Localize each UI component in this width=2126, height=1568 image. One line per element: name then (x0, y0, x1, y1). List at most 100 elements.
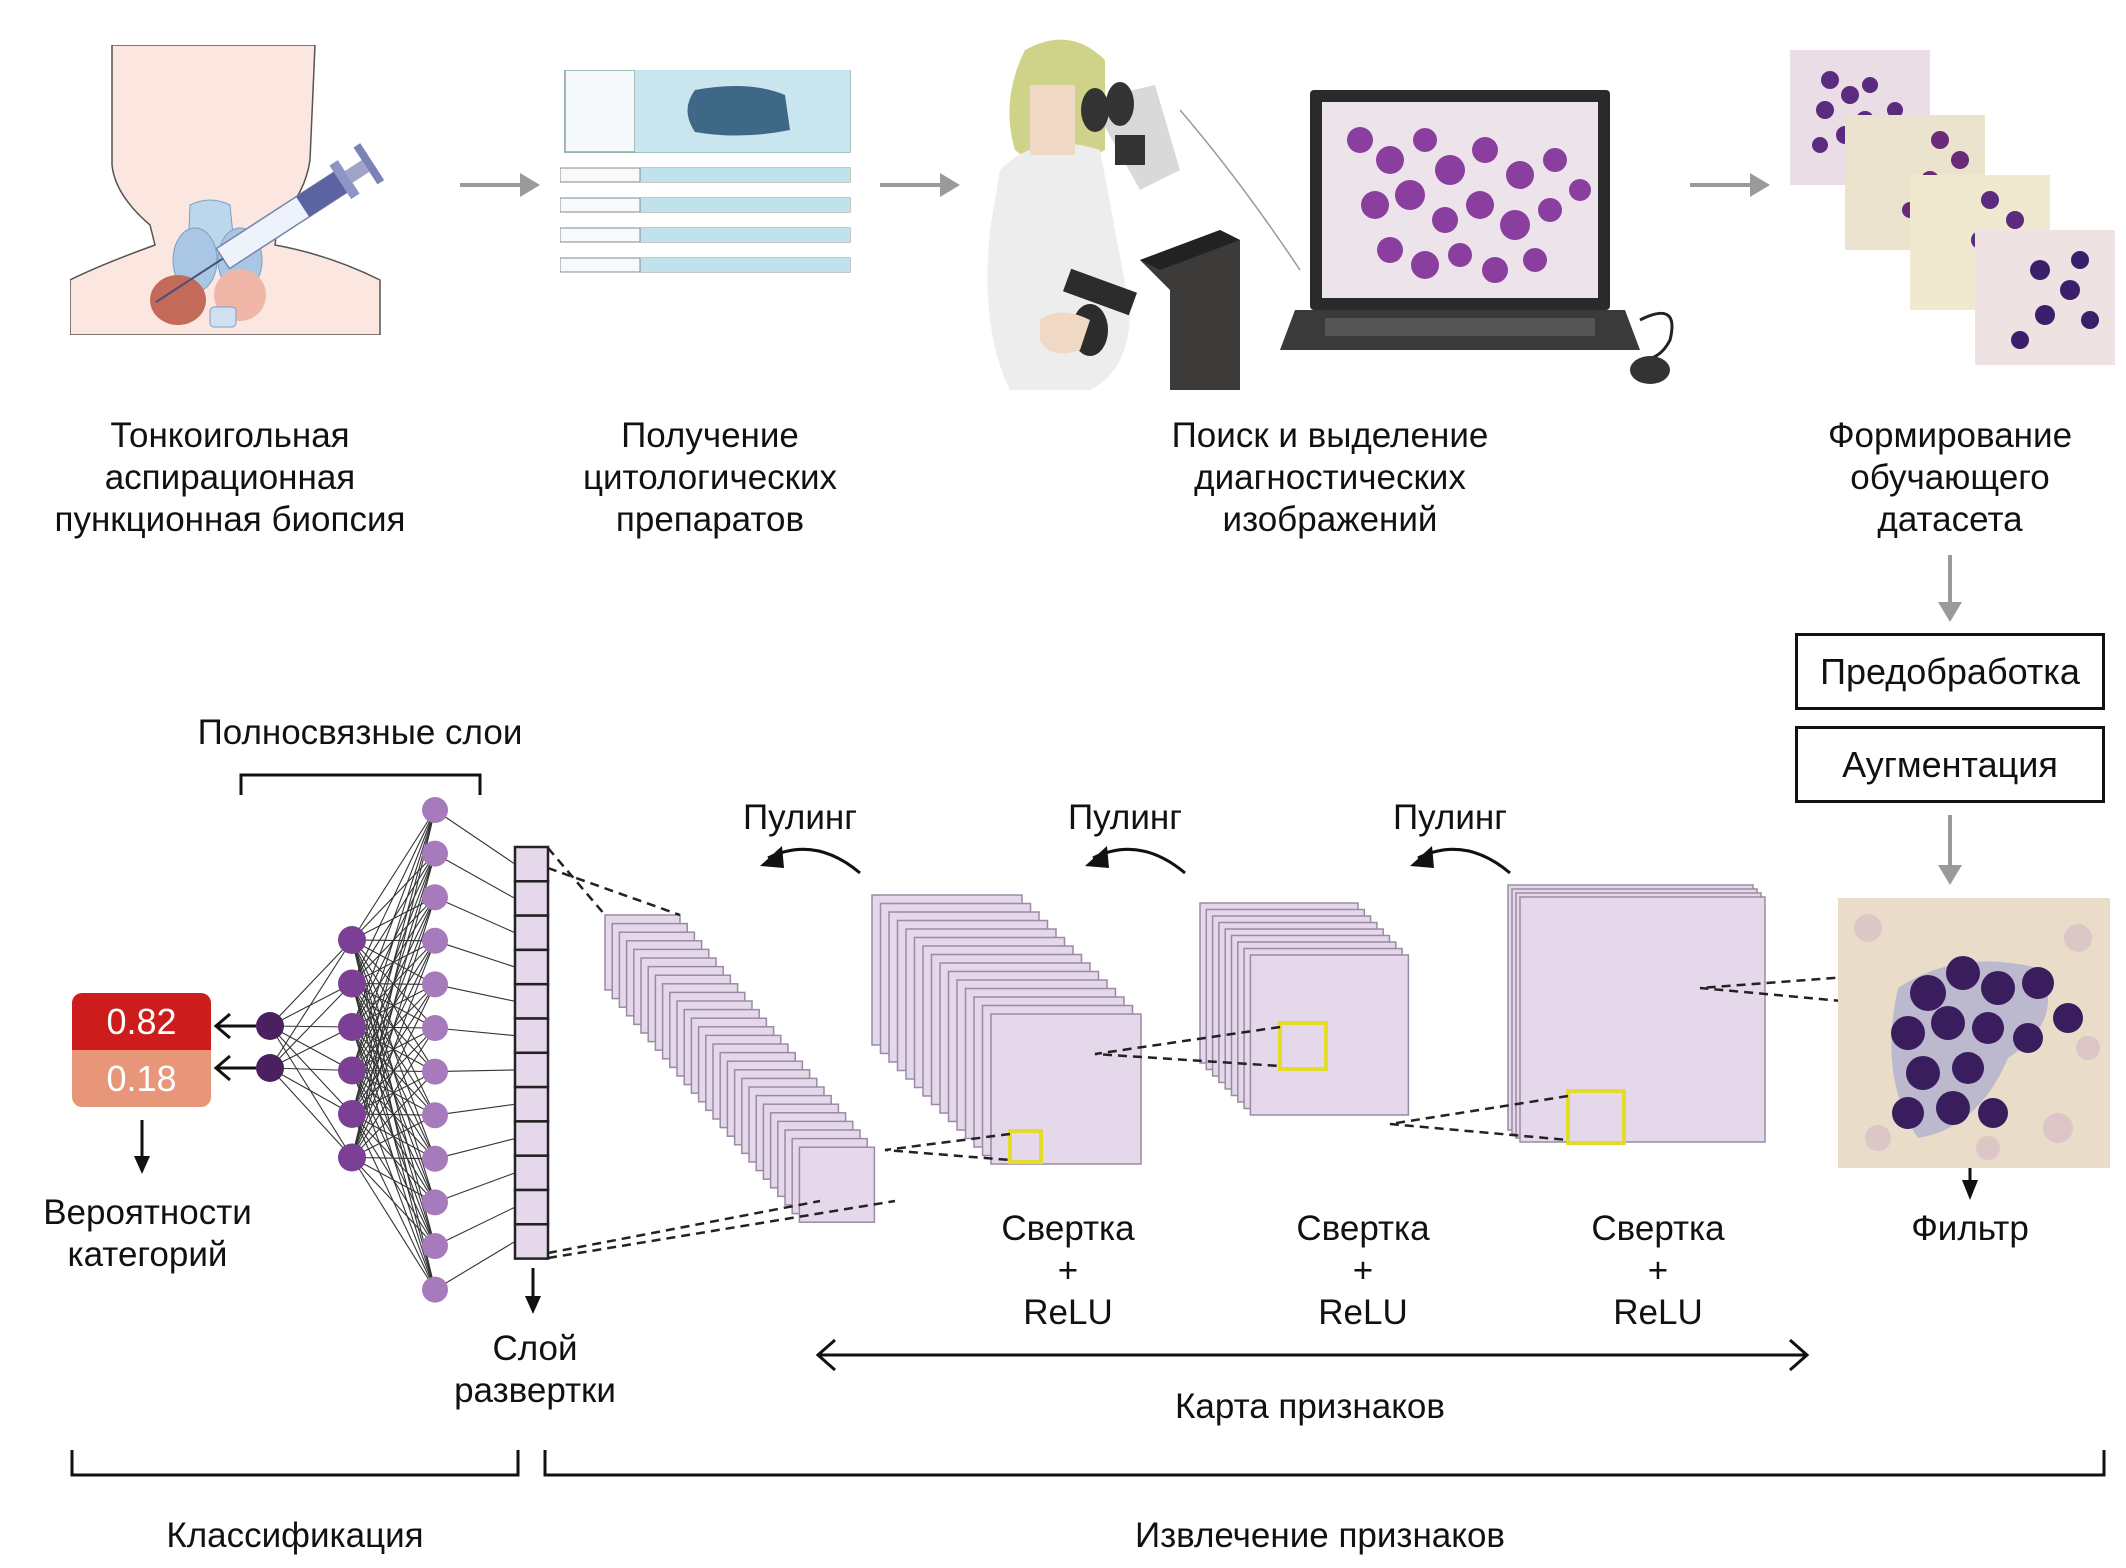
connection (434, 1172, 516, 1203)
probability-value-1: 0.82 (106, 1000, 177, 1042)
neuron-fc-layer-2 (338, 926, 366, 954)
augmentation-box: Аугментация (1795, 726, 2105, 803)
microscope-laptop-illustration (980, 30, 1680, 400)
pooling-arrow-head-2 (1085, 846, 1109, 868)
neuron-fc-layer-3 (422, 797, 448, 823)
preprocessing-label: Предобработка (1820, 650, 2080, 692)
probability-arrow-head (134, 1156, 150, 1174)
cytology-image-cells (1347, 127, 1591, 283)
conv-relu-label-1: Свертка + ReLU (1001, 1209, 1135, 1332)
flatten-cell (513, 1120, 550, 1157)
connection (269, 1025, 353, 1158)
connection (351, 1027, 436, 1158)
flatten-cell (513, 1085, 550, 1123)
neuron-output (256, 1012, 284, 1040)
pooling-arrow-head-1 (760, 846, 784, 868)
projection-flatten-top-2 (547, 866, 681, 917)
connection (434, 1027, 516, 1037)
connection (434, 853, 516, 899)
neuron-fc-layer-3 (422, 1015, 448, 1041)
flatten-cell (513, 982, 550, 1020)
projection-flatten-bottom (547, 1199, 821, 1255)
feature-extraction-section-label: Извлечение признаков (1134, 1516, 1506, 1555)
connection (351, 984, 436, 1158)
feature-map-span-left-head (815, 1338, 836, 1372)
projection-map3-to-map2 (1094, 1025, 1281, 1068)
connection (351, 1157, 436, 1290)
neuron-fc-layer-3 (422, 1102, 448, 1129)
connection (269, 983, 353, 1069)
classification-bracket (70, 1450, 520, 1477)
flatten-cell (513, 880, 550, 917)
probabilities-label: Вероятности категорий (43, 1193, 252, 1274)
connection (351, 940, 436, 1158)
connection (269, 1025, 353, 1115)
connection (269, 939, 353, 1069)
flatten-cell (513, 1051, 550, 1089)
neuron-fc-layer-2 (338, 969, 366, 998)
flatten-cell (513, 948, 550, 986)
connection (351, 809, 436, 1115)
connection (351, 809, 436, 941)
connection (351, 1114, 436, 1158)
connection (269, 939, 353, 1027)
connection (434, 1069, 516, 1073)
feature-map-span-right-head (1789, 1338, 1810, 1372)
pooling-arrow-head-3 (1410, 846, 1434, 868)
connection (434, 1206, 516, 1247)
connection (269, 1025, 353, 1071)
neuron-fc-layer-3 (422, 971, 448, 998)
neuron-fc-layer-2 (338, 1100, 366, 1128)
preprocessing-box: Предобработка (1795, 633, 2105, 710)
input-cytology-image (1838, 898, 2110, 1168)
projection-map4-to-map3 (1389, 1094, 1569, 1142)
conv-relu-label-3: Свертка + ReLU (1591, 1209, 1725, 1332)
flatten-cell (513, 1154, 550, 1192)
step-label-biopsy: Тонкоигольная аспирационная пункционная … (54, 416, 406, 539)
connection (269, 1067, 353, 1158)
output-arrow-head-1 (213, 1012, 231, 1040)
glass-slides-illustration (560, 70, 860, 310)
flatten-cell (513, 914, 550, 952)
feature-map-stack-4-layer (1519, 896, 1766, 1143)
connection (434, 1240, 516, 1291)
feature-map-label: Карта признаков (1175, 1387, 1445, 1426)
connection (351, 809, 436, 984)
connection (351, 809, 436, 1028)
probability-output: 0.82 0.18 (72, 993, 211, 1107)
flatten-cell (513, 1223, 550, 1260)
neuron-fc-layer-2 (338, 1143, 366, 1172)
connection (434, 1138, 516, 1160)
connection (351, 853, 436, 1158)
dataset-image-4 (1975, 230, 2115, 365)
connection (351, 1071, 436, 1158)
filter-window-3 (1566, 1089, 1626, 1145)
output-arrow-head-2 (213, 1054, 231, 1082)
feature-extraction-bracket (543, 1450, 2106, 1477)
flatten-cell (513, 1017, 550, 1055)
neuron-fc-layer-3 (422, 927, 448, 954)
flatten-layer-label: Слой развертки (454, 1329, 616, 1410)
conv-relu-label-2: Свертка + ReLU (1296, 1209, 1430, 1332)
connection (434, 896, 516, 934)
connection (434, 809, 516, 865)
neuron-fc-layer-3 (422, 1145, 448, 1172)
filter-window-1 (1008, 1129, 1043, 1164)
connection (269, 1026, 353, 1069)
connection (351, 1157, 436, 1247)
step-label-image-selection: Поиск и выделение диагностических изобра… (1171, 416, 1489, 539)
neuron-fc-layer-3 (422, 1276, 448, 1303)
step-label-slides: Получение цитологических препаратов (582, 416, 838, 539)
neuron-fc-layer-3 (422, 840, 448, 867)
thyroid-biopsy-illustration (70, 45, 390, 335)
probability-value-2: 0.18 (106, 1057, 177, 1099)
neuron-fc-layer-3 (422, 1058, 448, 1085)
pooling-label-2: Пулинг (1068, 798, 1182, 837)
projection-flatten-bottom-2 (547, 1199, 896, 1260)
connection (434, 940, 516, 968)
laptop (1280, 90, 1674, 384)
feature-map-stack-2-layer (990, 1013, 1142, 1165)
projection-flatten-top (547, 847, 606, 916)
neuron-fc-layer-3 (422, 1233, 448, 1259)
pooling-label-3: Пулинг (1393, 798, 1507, 837)
